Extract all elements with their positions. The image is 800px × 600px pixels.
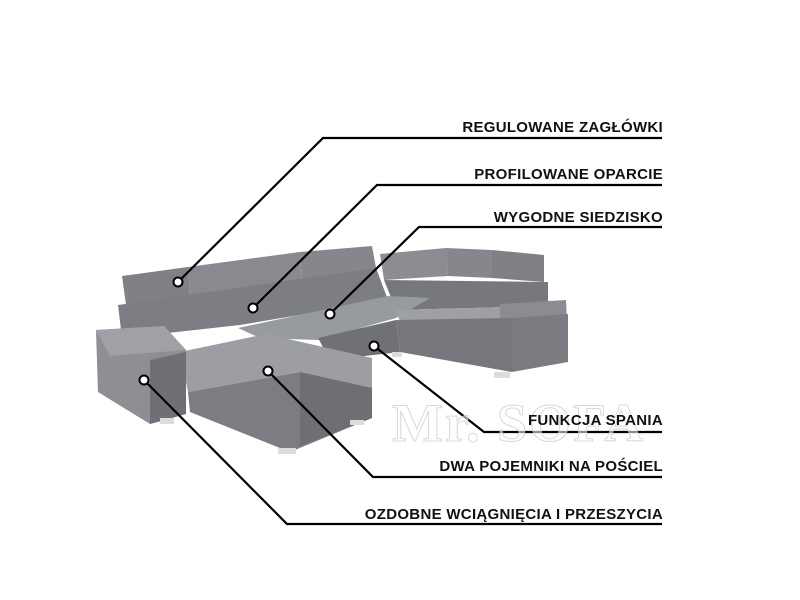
feature-label-seat: WYGODNE SIEDZISKO — [493, 209, 663, 226]
watermark-logo: Mr. SOFA — [392, 393, 645, 454]
callout-lines — [143, 136, 662, 526]
feature-label-backrest: PROFILOWANE OPARCIE — [474, 166, 663, 183]
feature-label-sleep-function: FUNKCJA SPANIA — [527, 412, 663, 429]
chaise-longue — [180, 334, 372, 392]
marker-storage — [262, 365, 274, 377]
callout-line-backrest — [252, 183, 662, 309]
callout-line-stitching — [143, 379, 662, 526]
marker-seat — [324, 308, 336, 320]
callout-line-sleep — [373, 345, 662, 434]
feature-label-storage: DWA POJEMNIKI NA POŚCIEL — [439, 458, 663, 475]
marker-stitching — [138, 374, 150, 386]
marker-sleep — [368, 340, 380, 352]
headrest-right — [380, 248, 448, 280]
callout-line-storage — [267, 370, 662, 479]
callout-line-seat — [329, 225, 662, 315]
headrest-left — [122, 267, 190, 305]
seat — [238, 296, 430, 340]
marker-backrest — [247, 302, 259, 314]
callout-markers — [138, 276, 380, 386]
feature-label-stitching: OZDOBNE WCIĄGNIĘCIA I PRZESZYCIA — [364, 506, 663, 523]
feature-label-headrests: REGULOWANE ZAGŁÓWKI — [462, 119, 663, 136]
marker-headrests — [172, 276, 184, 288]
callout-line-headrests — [177, 136, 662, 283]
